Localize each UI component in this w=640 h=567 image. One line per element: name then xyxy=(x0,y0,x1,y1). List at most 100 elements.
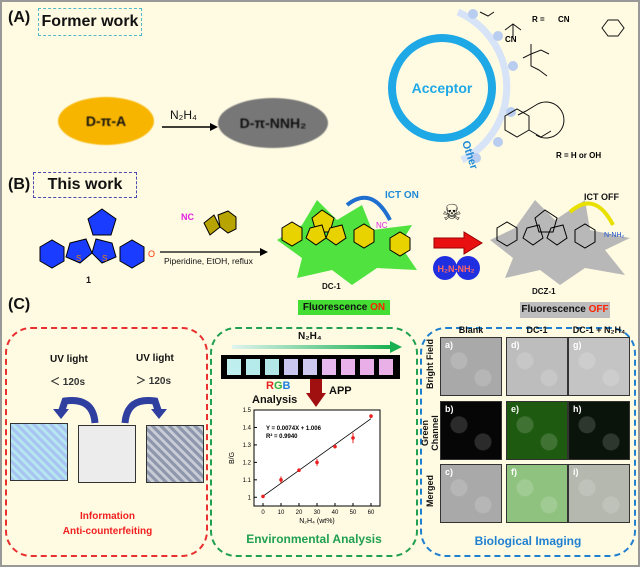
anti-title-2: Anti-counterfeiting xyxy=(62,526,153,537)
data-point xyxy=(261,494,265,499)
microscopy-image: a) xyxy=(440,337,502,396)
row-label: Merged xyxy=(425,475,435,508)
curved-arrows xyxy=(53,396,167,424)
skull-icon: ☠ xyxy=(442,200,462,225)
y-tick-label: 1.1 xyxy=(243,478,252,484)
microscopy-image: b) xyxy=(440,401,502,460)
fit-equation: Y = 0.0074X + 1.006 xyxy=(266,426,322,432)
app-label: APP xyxy=(329,385,352,397)
dc1-label: DC-1 xyxy=(322,282,341,291)
ict-on-label: ICT ON xyxy=(385,190,419,201)
microscopy-image: g) xyxy=(568,337,630,396)
dcz1-label: DCZ-1 xyxy=(532,287,556,296)
panel-letter: e) xyxy=(511,404,520,414)
rgb-r: R xyxy=(266,380,274,392)
dc1-molecule: NC xyxy=(277,195,417,285)
nnh2-label: N-NH₂ xyxy=(604,232,625,239)
compound-1-label: 1 xyxy=(86,275,92,285)
qr-code-faded xyxy=(146,425,204,483)
microscopy-image: f) xyxy=(506,464,568,523)
reagent-label: N₂H₄ xyxy=(170,108,197,122)
anti-counterfeiting-panel xyxy=(5,327,208,557)
analysis-label: Analysis xyxy=(252,394,298,406)
x-tick-label: 0 xyxy=(261,510,265,516)
row-label: Bright Field xyxy=(425,339,435,389)
r-squared: R² = 0.9940 xyxy=(266,433,298,440)
column-header: DC-1 xyxy=(526,325,548,335)
color-swatch xyxy=(341,359,355,375)
anti-title-1: Information xyxy=(80,511,135,522)
acceptor-structures xyxy=(479,11,625,139)
x-tick-label: 40 xyxy=(332,510,339,516)
r-equals-label: R = xyxy=(532,15,545,24)
panel-letter: d) xyxy=(511,340,520,350)
color-swatch xyxy=(379,359,393,375)
reaction-conditions: Piperidine, EtOH, reflux xyxy=(164,256,253,266)
x-tick-label: 20 xyxy=(296,510,303,516)
down-arrow xyxy=(306,379,326,407)
qr-code-fluorescent xyxy=(10,423,68,481)
fluorescence-on-badge: Fluorescence ON xyxy=(298,300,390,315)
biological-imaging-panel xyxy=(420,327,636,557)
section-b-label: (B) xyxy=(8,176,31,193)
y-tick-label: 1.3 xyxy=(243,443,252,449)
data-point xyxy=(351,436,355,440)
r-h-or-oh-label: R = H or OH xyxy=(556,151,601,160)
reaction-arrow xyxy=(162,123,218,131)
x-tick-label: 30 xyxy=(314,510,321,516)
svg-text:O: O xyxy=(148,249,155,259)
section-c-label: (C) xyxy=(8,296,31,313)
data-point xyxy=(279,478,283,482)
x-tick-label: 10 xyxy=(278,510,285,516)
environmental-analysis-panel xyxy=(210,327,418,557)
color-swatch xyxy=(360,359,374,375)
color-swatch xyxy=(303,359,317,375)
environmental-analysis-title: Environmental Analysis xyxy=(246,532,382,546)
section-a-label: (A) xyxy=(8,9,31,26)
d-pi-nnh2-ellipse: D-π-NNH₂ xyxy=(218,98,328,148)
cn-label-2: CN xyxy=(558,15,570,24)
panel-letter: g) xyxy=(573,340,582,350)
time-right-label: ＞ 120s xyxy=(136,376,172,387)
dcz1-molecule xyxy=(490,200,630,285)
plot-area xyxy=(253,409,381,507)
svg-text:S: S xyxy=(102,254,107,263)
biological-imaging-title: Biological Imaging xyxy=(474,534,582,548)
panel-letter: b) xyxy=(445,404,454,414)
acceptor-label: Acceptor xyxy=(412,80,473,96)
color-swatch xyxy=(246,359,260,375)
synthesis-arrow xyxy=(160,248,268,256)
data-point xyxy=(369,414,373,418)
acceptor-diagram: Acceptor CN R = CN R = H or OH Other acc… xyxy=(388,8,625,170)
uv-left-label: UV light xyxy=(50,354,88,365)
red-arrow xyxy=(433,231,483,255)
data-point xyxy=(297,468,301,473)
fluorescence-off-state: OFF xyxy=(588,304,609,315)
d-pi-a-ellipse: D-π-A xyxy=(58,97,154,145)
qr-code-blank xyxy=(78,425,136,483)
y-axis-label: B/G xyxy=(229,452,236,464)
data-point xyxy=(315,460,319,465)
panel-letter: h) xyxy=(573,404,582,414)
microscopy-image: e) xyxy=(506,401,568,460)
y-tick-label: 1 xyxy=(248,495,252,501)
color-swatch xyxy=(284,359,298,375)
panel-letter: f) xyxy=(511,467,517,477)
fluorescence-on-text: Fluorescence xyxy=(302,302,371,313)
column-header: Blank xyxy=(458,325,484,335)
x-tick-label: 50 xyxy=(350,510,357,516)
y-tick-label: 1.5 xyxy=(243,408,252,414)
color-swatch xyxy=(227,359,241,375)
microscopy-image: d) xyxy=(506,337,568,396)
data-point xyxy=(333,444,337,449)
reagent-nc-label: NC xyxy=(181,212,194,222)
cn-label-1: CN xyxy=(505,35,517,44)
x-tick-label: 60 xyxy=(368,510,375,516)
color-swatch-strip xyxy=(221,355,400,379)
former-work-title: Former work xyxy=(38,8,142,36)
panel-letter: a) xyxy=(445,340,454,350)
acceptor-arc xyxy=(456,8,511,164)
